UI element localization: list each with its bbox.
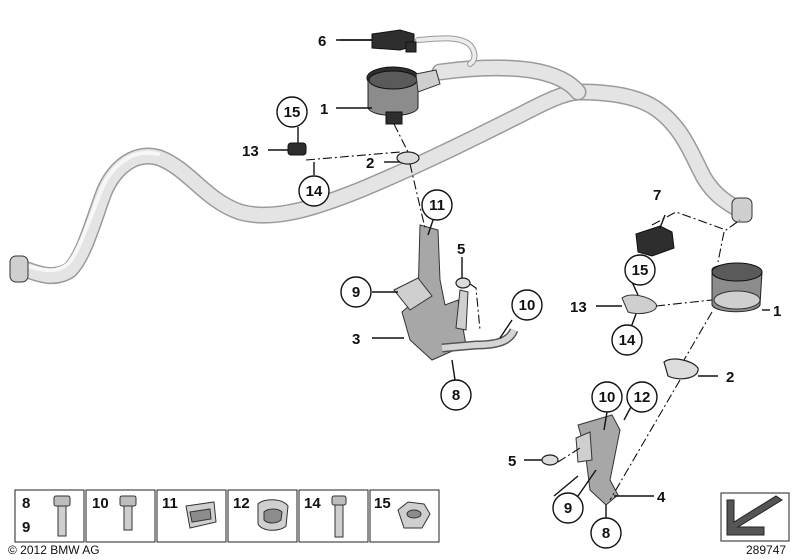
hose-end-left — [9, 255, 29, 283]
bolt-icon — [331, 495, 347, 538]
copyright-text: © 2012 BMW AG — [8, 543, 100, 557]
secondary-air-valve-lower — [711, 262, 763, 313]
callout-4: 4 — [657, 489, 666, 506]
callout-7: 7 — [653, 187, 661, 204]
assembly-lines — [305, 123, 741, 501]
bolt-icon — [53, 495, 71, 537]
callout-labels: 6 1 15 13 2 14 11 5 9 10 3 8 7 15 13 1 1… — [242, 33, 781, 549]
callout-9-lower: 9 — [564, 500, 572, 517]
callout-circle-15-upper — [276, 96, 308, 128]
clip-icon — [257, 499, 289, 531]
pressure-sensor-7 — [635, 225, 675, 257]
secondary-air-valve-upper — [366, 66, 441, 125]
diagram-reference-number: 289747 — [746, 543, 786, 557]
callout-9-upper: 9 — [352, 284, 360, 301]
callout-3: 3 — [352, 331, 360, 348]
callout-13-upper: 13 — [242, 143, 259, 160]
legend-label-9: 9 — [22, 519, 30, 536]
nut-icon — [397, 501, 431, 529]
air-hose — [9, 35, 753, 285]
callout-2-upper: 2 — [366, 155, 374, 172]
hose-end-right — [731, 197, 753, 223]
callout-8-lower: 8 — [602, 525, 610, 542]
callout-1-upper: 1 — [320, 101, 328, 118]
pressure-sensor-6 — [371, 29, 417, 53]
callout-circle-9-lower — [552, 492, 584, 524]
bolt-icon — [119, 495, 137, 531]
callout-circle-9-upper — [340, 276, 372, 308]
callout-12: 12 — [634, 389, 651, 406]
leader-lines — [268, 39, 770, 520]
callout-5-lower: 5 — [508, 453, 516, 470]
callout-14-lower: 14 — [619, 332, 636, 349]
legend-label-15: 15 — [374, 495, 391, 512]
callout-circle-15-lower — [624, 254, 656, 286]
legend-label-14: 14 — [304, 495, 321, 512]
direction-arrow-box — [720, 492, 790, 542]
callout-15-upper: 15 — [284, 104, 301, 121]
callout-circle-12 — [626, 381, 658, 413]
callout-circle-10-lower — [591, 381, 623, 413]
parts-legend: 8 9 10 11 12 14 — [14, 489, 440, 543]
callout-10-lower: 10 — [599, 389, 616, 406]
legend-label-8: 8 — [22, 495, 30, 512]
callout-11: 11 — [429, 197, 445, 214]
callout-circle-14-upper — [298, 175, 330, 207]
clip-icon — [185, 501, 217, 529]
bracket-3-assembly — [393, 224, 519, 361]
callout-1-lower: 1 — [773, 303, 781, 320]
callout-8-upper: 8 — [452, 387, 460, 404]
callout-14-upper: 14 — [306, 183, 323, 200]
callout-10-upper: 10 — [519, 297, 536, 314]
callout-5-upper: 5 — [457, 241, 465, 258]
legend-label-12: 12 — [233, 495, 250, 512]
arrow-icon — [726, 495, 783, 536]
callout-circle-8-upper — [440, 379, 472, 411]
legend-label-11: 11 — [162, 495, 178, 512]
grommet-13-lower — [621, 294, 657, 315]
grommet-13-upper — [287, 142, 307, 156]
callout-circle-10-upper — [511, 289, 543, 321]
callout-6: 6 — [318, 33, 326, 50]
callout-circle-11 — [421, 189, 453, 221]
callout-15-lower: 15 — [632, 262, 649, 279]
callout-13-lower: 13 — [570, 299, 587, 316]
gasket-2-lower — [663, 358, 699, 380]
callout-circle-14-lower — [611, 324, 643, 356]
gasket-2-upper — [396, 151, 420, 165]
legend-label-10: 10 — [92, 495, 109, 512]
callout-2-lower: 2 — [726, 369, 734, 386]
callout-circle-8-lower — [590, 517, 622, 549]
